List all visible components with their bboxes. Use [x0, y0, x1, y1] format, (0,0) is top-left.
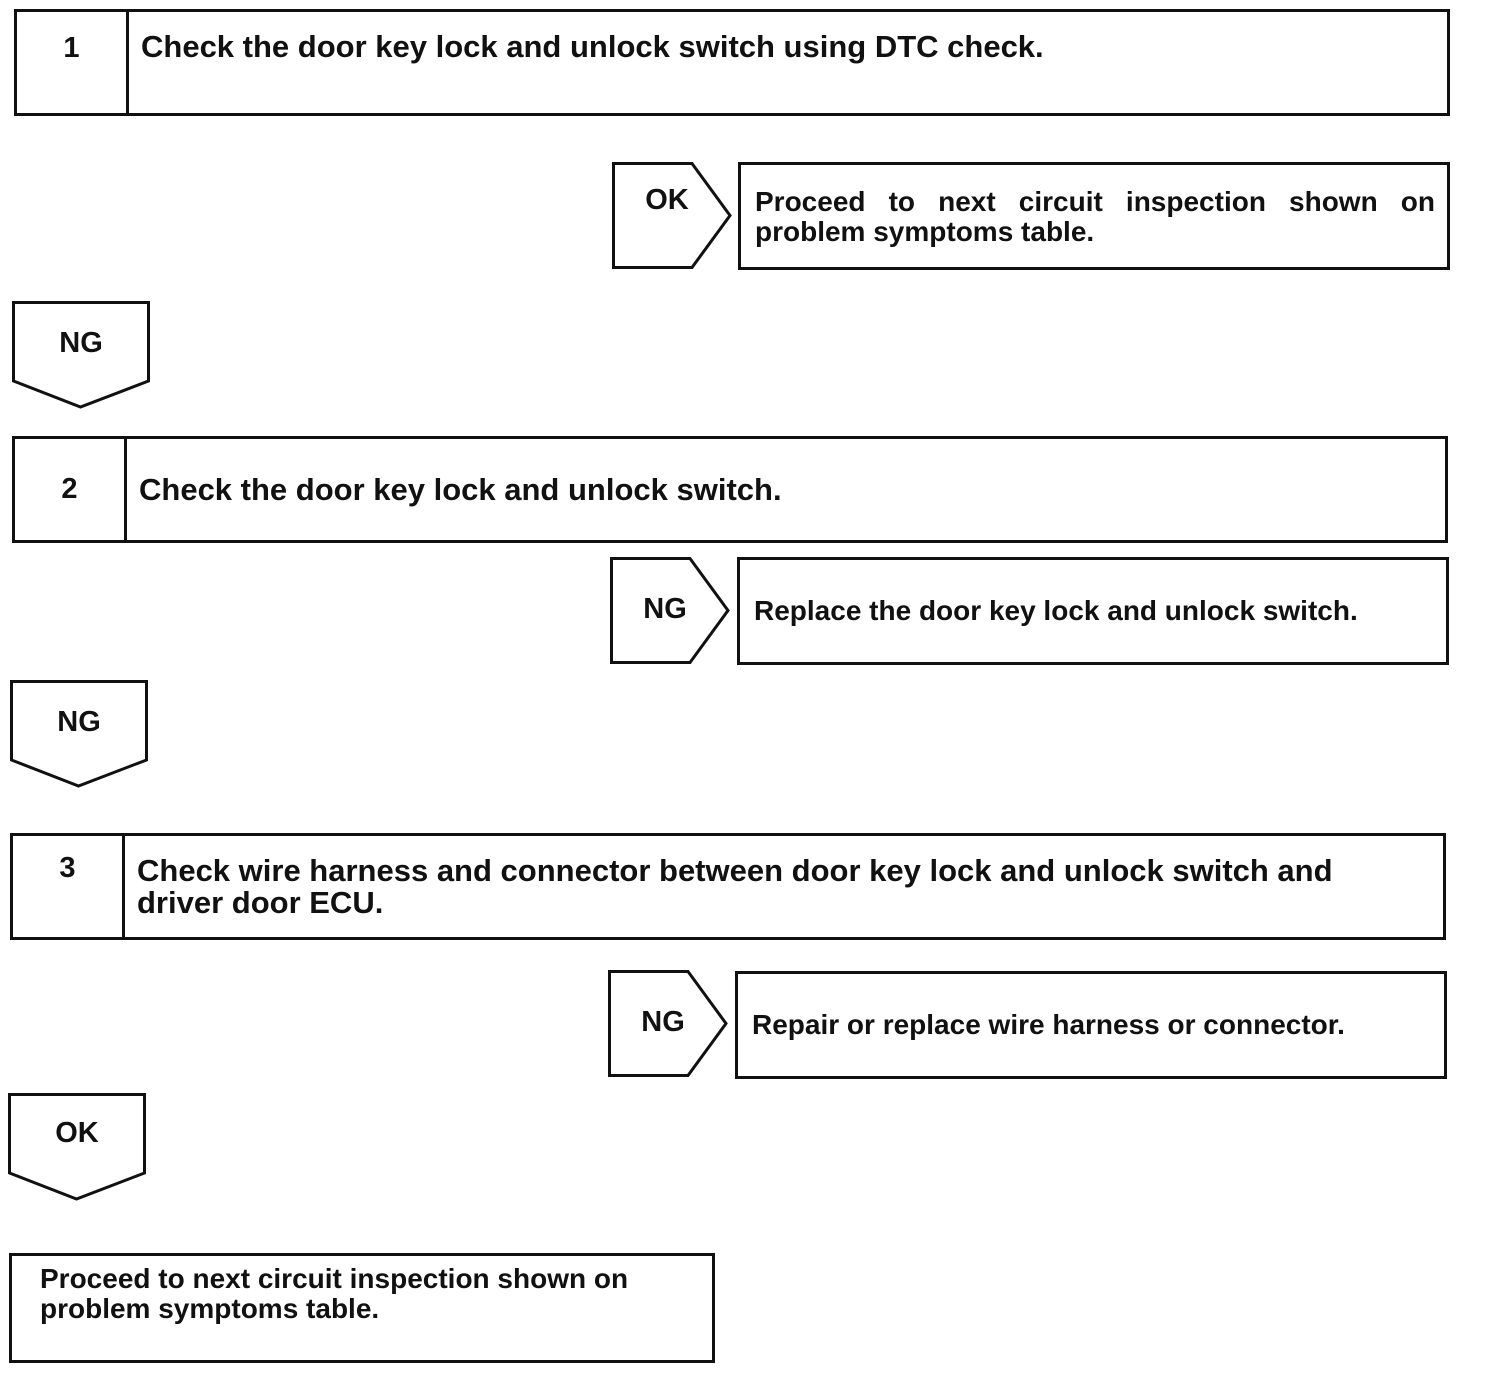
down-arrow-1-label: NG — [59, 327, 103, 359]
step-2-number: 2 — [15, 439, 127, 540]
step-2-box: 2 Check the door key lock and unlock swi… — [12, 436, 1448, 543]
branch-1-result: Proceed to next circuit inspection shown… — [738, 162, 1450, 270]
down-arrow-3-label: OK — [55, 1117, 99, 1149]
branch-2-result: Replace the door key lock and unlock swi… — [737, 557, 1449, 665]
step-1-text: Check the door key lock and unlock switc… — [141, 29, 1044, 64]
step-3-number: 3 — [13, 836, 125, 937]
branch-1-label: OK — [645, 184, 689, 216]
down-arrow-2-label: NG — [57, 706, 101, 738]
branch-3-arrow — [608, 970, 728, 1077]
step-2-text: Check the door key lock and unlock switc… — [139, 472, 782, 507]
step-1-number: 1 — [17, 12, 129, 113]
branch-2-arrow — [610, 557, 730, 664]
step-3-box: 3 Check wire harness and connector betwe… — [10, 833, 1446, 940]
step-3-text: Check wire harness and connector between… — [137, 853, 1333, 920]
step-1-box: 1 Check the door key lock and unlock swi… — [14, 9, 1450, 116]
down-arrow-1 — [12, 301, 150, 409]
branch-1-arrow — [612, 162, 732, 269]
branch-3-result: Repair or replace wire harness or connec… — [735, 971, 1447, 1079]
branch-3-label: NG — [641, 1006, 685, 1038]
branch-2-label: NG — [643, 593, 687, 625]
down-arrow-2 — [10, 680, 148, 788]
down-arrow-3 — [8, 1093, 146, 1201]
final-result-box: Proceed to next circuit inspection shown… — [9, 1253, 715, 1363]
